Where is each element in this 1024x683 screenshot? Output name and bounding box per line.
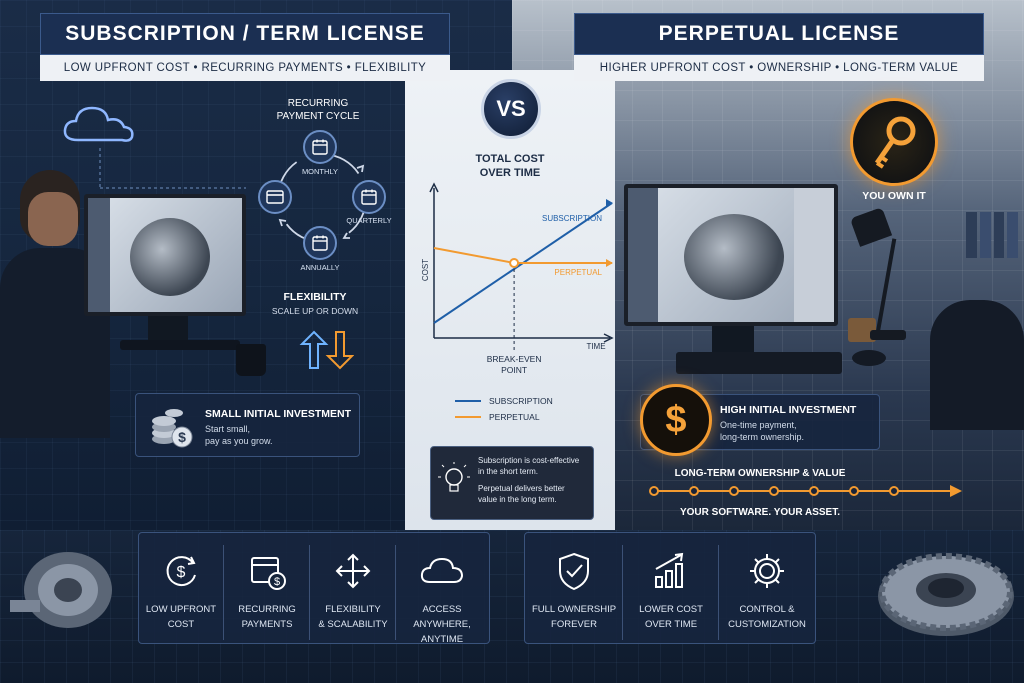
high-investment-title: HIGH INITIAL INVESTMENT	[720, 404, 857, 416]
total-cost-chart: COST TIME SUBSCRIPTION PERPETUAL BREAK-EV…	[421, 182, 614, 375]
series-label-perpetual: PERPETUAL	[554, 268, 602, 277]
y-axis-label: COST	[421, 259, 430, 281]
shield-check-icon	[549, 548, 599, 594]
series-arrow-perpetual	[606, 259, 613, 267]
right-monitor-stand	[712, 326, 754, 352]
engine-part-illustration	[10, 552, 112, 628]
arrows-expand-icon	[328, 548, 378, 594]
office-chair	[930, 300, 1024, 430]
subscription-title: SUBSCRIPTION / TERM LICENSE	[40, 13, 450, 55]
series-label-subscription: SUBSCRIPTION	[542, 214, 602, 223]
chart-legend: SUBSCRIPTION PERPETUAL	[455, 393, 595, 425]
cloud-icon	[63, 106, 134, 142]
desk-lamp	[849, 207, 910, 342]
vs-badge: VS	[481, 79, 541, 139]
bar-chart-up-icon	[646, 548, 696, 594]
calendar-icon-monthly	[303, 130, 337, 164]
perpetual-monitor	[624, 184, 838, 326]
high-investment-line1: One-time payment,	[720, 420, 797, 430]
benefit-divider	[223, 545, 224, 640]
subscription-benefits-panel	[138, 532, 490, 644]
benefit-access-anywhere: ACCESS ANYWHERE,ANYTIME	[397, 548, 487, 647]
cycle-label-monthly: MONTHLY	[301, 167, 339, 176]
svg-text:$: $	[274, 576, 280, 588]
small-investment-line1: Start small,	[205, 424, 251, 434]
insight-card	[430, 446, 594, 520]
monitor-stand	[148, 316, 188, 340]
scale-arrows-icon	[299, 330, 354, 370]
insight-text: Subscription is cost-effective in the sh…	[478, 456, 580, 504]
payment-cycle-title: RECURRING PAYMENT CYCLE	[276, 98, 360, 122]
credit-card-icon	[258, 180, 292, 214]
benefit-control-customization: CONTROL &CUSTOMIZATION	[722, 548, 812, 632]
coin-stack-icon: $	[152, 409, 193, 448]
right-keyboard	[676, 352, 842, 374]
cloud-icon	[417, 548, 467, 594]
subscription-monitor	[84, 194, 246, 316]
dollar-coin-icon: $	[640, 384, 712, 456]
small-investment-title: SMALL INITIAL INVESTMENT	[205, 408, 352, 420]
flexibility-title: FLEXIBILITY	[283, 291, 347, 303]
legend-item-subscription: SUBSCRIPTION	[455, 393, 595, 409]
mouse	[852, 350, 886, 366]
subscription-subtitle: LOW UPFRONT COST • RECURRING PAYMENTS • …	[40, 55, 450, 81]
cycle-label-annually: ANNUALLY	[300, 263, 340, 272]
cycle-label-quarterly: QUARTERLY	[346, 216, 392, 225]
small-investment-line2: pay as you grow.	[205, 436, 273, 446]
lightbulb-icon	[438, 462, 470, 492]
perpetual-title: PERPETUAL LICENSE	[574, 13, 984, 55]
break-even-label-line1: BREAK-EVEN	[487, 354, 542, 364]
cloud-connector-lines	[99, 148, 246, 189]
engineer-figure	[0, 170, 110, 438]
svg-text:$: $	[178, 429, 186, 445]
svg-text:$: $	[177, 564, 186, 581]
benefit-divider	[395, 545, 396, 640]
dollar-cycle-icon: $	[156, 548, 206, 594]
benefit-flexibility: FLEXIBILITY& SCALABILITY	[311, 548, 395, 632]
series-arrow-subscription	[606, 199, 613, 207]
ownership-timeline	[649, 485, 962, 497]
flexibility-text: SCALE UP OR DOWN	[271, 306, 359, 316]
gear-icon	[742, 548, 792, 594]
gear-illustration	[878, 553, 1014, 636]
x-axis-label: TIME	[586, 342, 605, 351]
ownership-timeline-title: LONG-TERM OWNERSHIP & VALUE	[674, 468, 846, 479]
calendar-dollar-icon: $	[242, 548, 292, 594]
perpetual-subtitle: HIGHER UPFRONT COST • OWNERSHIP • LONG-T…	[574, 55, 984, 81]
calendar-icon-quarterly	[352, 180, 386, 214]
high-investment-line2: long-term ownership.	[720, 432, 805, 442]
legend-item-perpetual: PERPETUAL	[455, 409, 595, 425]
binders-shelf	[966, 212, 1018, 258]
break-even-label-line2: POINT	[501, 365, 527, 375]
series-line-perpetual	[433, 247, 612, 264]
tagline: YOUR SOFTWARE. YOUR ASSET.	[679, 507, 841, 518]
calendar-icon-annually	[303, 226, 337, 260]
coffee-mug	[236, 344, 266, 376]
key-icon	[850, 98, 938, 186]
benefit-divider	[718, 545, 719, 640]
break-even-point	[509, 258, 520, 268]
key-caption: YOU OWN IT	[862, 190, 926, 202]
benefit-divider	[309, 545, 310, 640]
benefit-divider	[622, 545, 623, 640]
keyboard	[120, 340, 240, 350]
chart-title: TOTAL COST OVER TIME	[475, 153, 545, 179]
